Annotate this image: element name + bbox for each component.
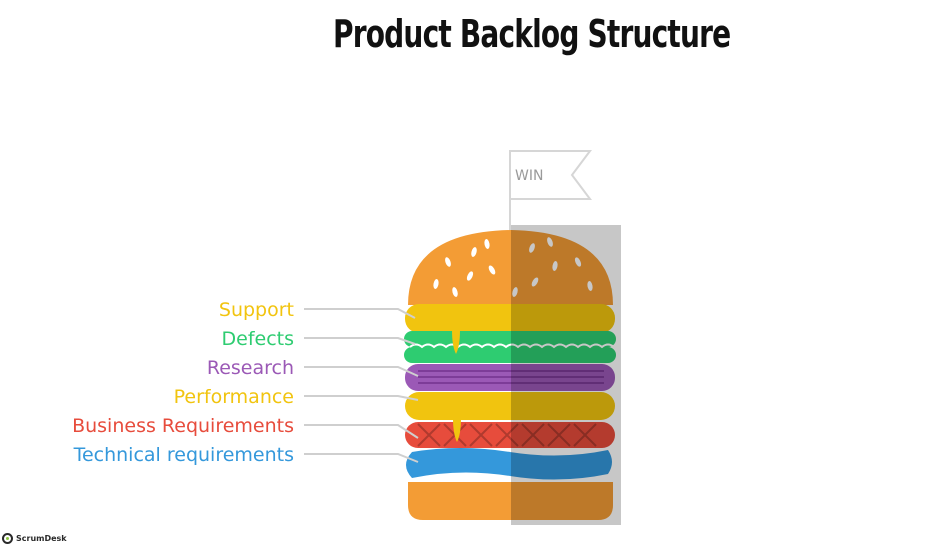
label-performance: Performance xyxy=(174,386,294,408)
label-technical: Technical requirements xyxy=(73,444,294,466)
brand-mark-icon xyxy=(2,532,13,544)
connector-performance xyxy=(304,395,419,401)
top-bun xyxy=(408,230,613,305)
flag-banner xyxy=(509,150,592,200)
brand-text: ScrumDesk xyxy=(16,533,67,543)
connector-business xyxy=(304,424,419,439)
label-support: Support xyxy=(219,299,294,321)
flag-text: WIN xyxy=(515,168,543,184)
layer-technical xyxy=(406,448,612,480)
label-business: Business Requirements xyxy=(72,415,294,437)
connector-research xyxy=(304,366,419,377)
layer-support xyxy=(405,304,615,333)
brand-logo: ScrumDesk xyxy=(2,531,67,545)
win-flag: WIN xyxy=(509,150,592,240)
layer-performance xyxy=(405,392,615,420)
connector-defects xyxy=(304,337,416,345)
lettuce-wave xyxy=(409,343,615,349)
right-shadow xyxy=(511,225,621,525)
connector-support xyxy=(304,308,416,319)
burger xyxy=(404,225,621,525)
label-defects: Defects xyxy=(222,328,295,350)
bottom-bun xyxy=(408,482,613,520)
sesame-seeds xyxy=(433,237,593,297)
connector-technical xyxy=(304,453,419,463)
label-research: Research xyxy=(207,357,294,379)
page-title: Product Backlog Structure xyxy=(333,12,731,56)
